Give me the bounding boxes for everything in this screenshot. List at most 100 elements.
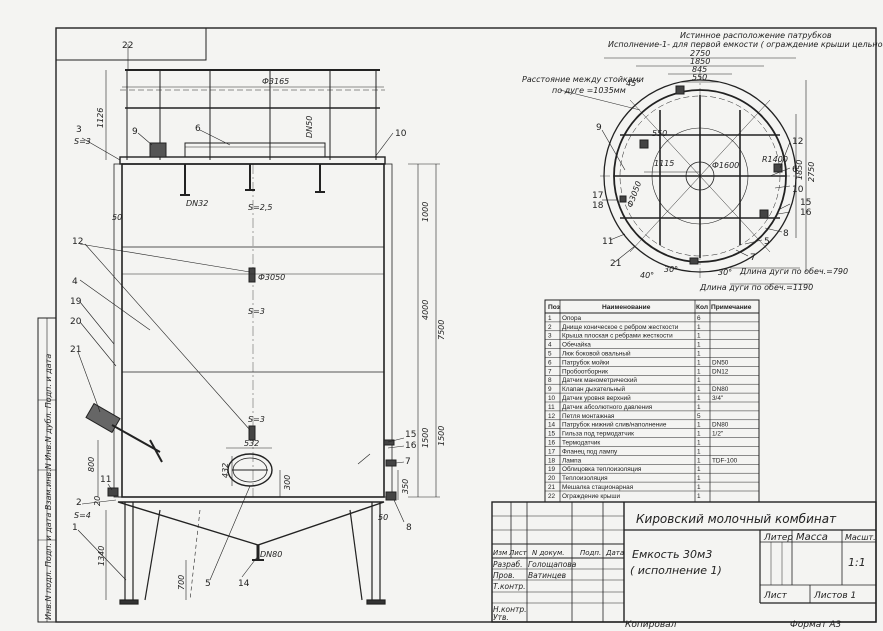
tv-pos-10: 10 xyxy=(792,185,804,195)
bom-cell: Люк боковой овальный xyxy=(562,350,631,358)
bom-cell: Мешалка стационарная xyxy=(562,484,634,491)
bom-cell: 9 xyxy=(548,386,552,393)
valve-9 xyxy=(149,142,167,158)
roof-railing xyxy=(120,69,385,160)
dim-s3a: S=3 xyxy=(248,307,265,316)
top-view-title1: Истинное расположение патрубков xyxy=(680,31,832,40)
dim-1126: 1126 xyxy=(96,108,105,128)
bom-cell: 7 xyxy=(548,368,552,375)
tb-masshtab: Масшт. xyxy=(845,533,876,542)
leader-lines xyxy=(77,44,405,581)
bom-cell: Лампа xyxy=(562,457,582,464)
bom-cell: 17 xyxy=(548,448,556,455)
manhole-5 xyxy=(227,453,273,487)
dim-7500: 7500 xyxy=(437,320,446,340)
tb-sheet: Лист xyxy=(763,591,788,601)
pos-9: 9 xyxy=(132,127,138,137)
dim-4000: 4000 xyxy=(421,300,430,320)
dim-800: 800 xyxy=(87,457,96,472)
pos-8: 8 xyxy=(406,523,412,533)
bom-cell: 1/2" xyxy=(712,431,723,438)
tb-prov-name: Ватинцев xyxy=(528,571,566,580)
bom-h-pos: Поз xyxy=(548,304,561,311)
tv-1850v: 1850 xyxy=(795,160,804,180)
dim-s25: S=2,5 xyxy=(248,203,273,212)
nozzle-7 xyxy=(385,459,397,467)
pos-16: 16 xyxy=(405,441,417,451)
drawing-name-1: Емкость 30м3 xyxy=(632,548,712,561)
bom-cell: 1 xyxy=(697,448,701,455)
nozzle-11 xyxy=(107,487,119,497)
tb-razrab: Разраб. xyxy=(493,560,522,569)
bom-cell: 16 xyxy=(548,440,556,447)
tv-550: 550 xyxy=(692,73,707,82)
bom-cell: 1 xyxy=(697,475,701,482)
pos-2: 2 xyxy=(76,498,82,508)
title-block xyxy=(491,501,877,623)
bom-cell: 1 xyxy=(697,333,701,340)
tv-2750v: 2750 xyxy=(807,162,816,182)
pos-3: 3 xyxy=(76,125,82,135)
loop-12-upper xyxy=(248,267,256,283)
dim-350: 350 xyxy=(401,479,410,494)
dim-dn80: DN80 xyxy=(260,550,282,559)
tv-2750: 2750 xyxy=(690,49,710,58)
pos-5: 5 xyxy=(205,579,211,589)
dim-532: 532 xyxy=(244,439,259,448)
bom-cell: Датчик уровня верхний xyxy=(562,394,631,402)
tv-pos-9: 9 xyxy=(596,123,602,133)
bom-cell: 1 xyxy=(697,386,701,393)
bom-cell: 3/4" xyxy=(712,395,723,402)
dim-dn32: DN32 xyxy=(186,199,208,208)
side-stamp: Инв.N подл. Подп. и дата Взам.инв.N Инв.… xyxy=(44,354,53,620)
dim-50: 50 xyxy=(112,213,122,222)
bom-cell: 1 xyxy=(697,484,701,491)
tv-1115: 1115 xyxy=(654,159,674,168)
main-view xyxy=(77,44,440,605)
pos-22: 22 xyxy=(122,41,133,51)
bom-cell: Опора xyxy=(562,315,582,322)
bom-cell: 21 xyxy=(548,484,556,491)
bom-cell: 18 xyxy=(548,457,556,464)
tb-izm: Изм xyxy=(493,549,508,557)
bom-cell: Фланец под лампу xyxy=(562,448,618,455)
tv-pos-7: 7 xyxy=(750,253,756,263)
bom-cell: 1 xyxy=(697,351,701,358)
dim-432: 432 xyxy=(221,463,230,478)
bom-cell: 1 xyxy=(697,466,701,473)
agitator-21 xyxy=(85,402,163,463)
top-view-note1: Расстояние между стойками xyxy=(522,75,644,84)
bom-cell: 1 xyxy=(697,377,701,384)
pos-21: 21 xyxy=(70,345,81,355)
bom-cell: DN50 xyxy=(712,359,729,366)
top-view-note2: по дуге =1035мм xyxy=(552,86,626,95)
bom-cell: 4 xyxy=(548,342,552,349)
dim-1500b: 1500 xyxy=(437,426,446,446)
dim-50b: 50 xyxy=(378,513,388,522)
tb-podp: Подп. xyxy=(580,549,601,557)
dim-d3165: Ф3165 xyxy=(262,77,289,86)
dimension-lines xyxy=(97,70,440,600)
tb-nkontr: Н.контр. xyxy=(493,605,527,614)
tv-a30a: 30° xyxy=(664,265,678,274)
bom-h-name: Наименование xyxy=(602,304,651,311)
tv-a30b: 30° xyxy=(718,268,732,277)
bom-cell: 14 xyxy=(548,422,556,429)
dim-d3050: Ф3050 xyxy=(258,273,285,282)
tv-a45: 45° xyxy=(626,79,640,88)
title-block-text: Кировский молочный комбинат Емкость 30м3… xyxy=(493,512,876,630)
bom-cell: 15 xyxy=(548,431,556,438)
dim-s3b: S=3 xyxy=(248,415,265,424)
bom-cell: 22 xyxy=(548,493,556,500)
top-view-title2: Исполнение-1- для первой емкости ( ограж… xyxy=(608,40,883,49)
company-name: Кировский молочный комбинат xyxy=(636,512,837,526)
bom-cell: 8 xyxy=(548,377,552,384)
bom-cell: Термодатчик xyxy=(562,440,600,447)
bom-cell: 1 xyxy=(697,422,701,429)
pos-12: 12 xyxy=(72,237,83,247)
tv-845: 845 xyxy=(692,65,707,74)
legs xyxy=(119,502,386,605)
bom-cell: 3 xyxy=(548,333,552,340)
bom-cell: Гильза под термодатчик xyxy=(562,431,634,438)
main-view-labels: 22 3 S=3 9 6 10 12 4 19 20 21 11 2 S=4 1… xyxy=(70,41,446,590)
